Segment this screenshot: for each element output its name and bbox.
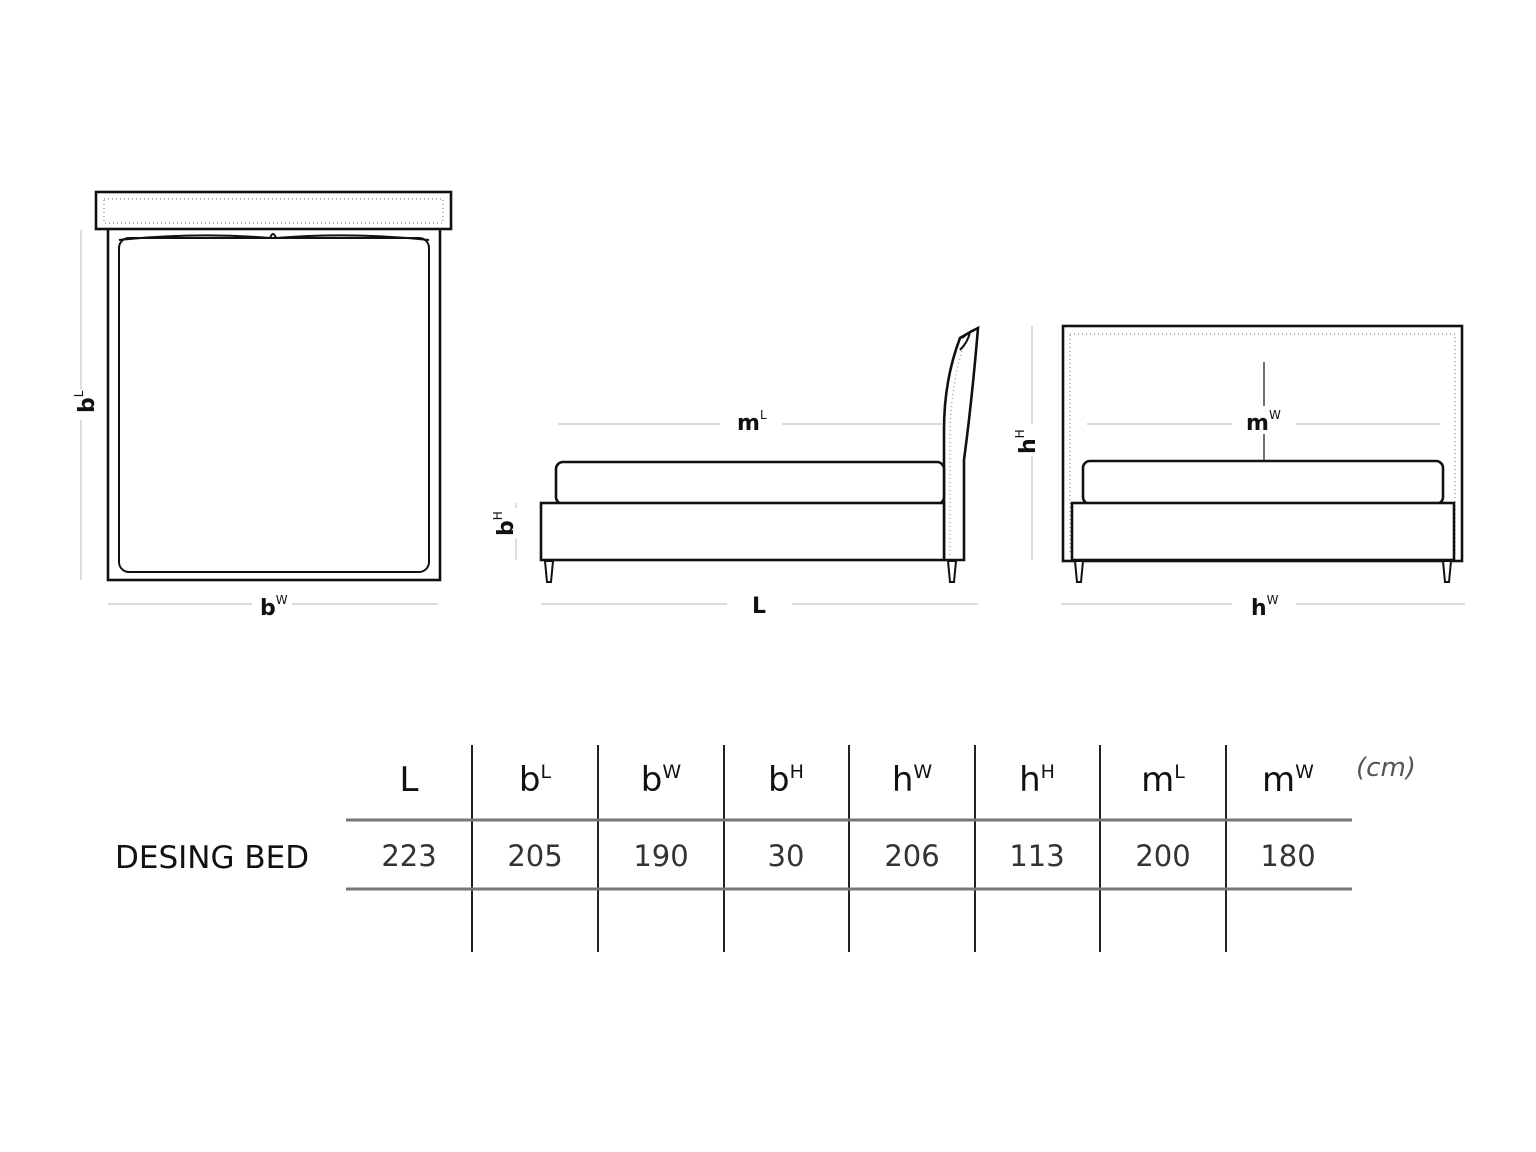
table-row-label: DESING BED (115, 840, 309, 876)
table-header-bW: bW (641, 760, 682, 800)
table-cell: 223 (381, 839, 436, 873)
table-header-mW: mW (1262, 760, 1314, 800)
top-view: bL bW (70, 190, 453, 621)
side-view-leg-back (946, 560, 958, 583)
front-view-leg-right (1441, 560, 1453, 583)
top-view-headboard-stitching (103, 198, 444, 224)
side-view-mattress-label: mL (737, 408, 767, 436)
table-cell: 113 (1009, 839, 1064, 873)
front-view-headboard-stitching (1069, 333, 1456, 555)
front-view-bed-base (1070, 501, 1456, 562)
front-view-mattress-label: mW (1246, 408, 1281, 436)
table-cell: 200 (1135, 839, 1190, 873)
table-cell: 180 (1260, 839, 1315, 873)
table-cell: 206 (884, 839, 939, 873)
side-view: mL bH L (491, 325, 980, 619)
side-view-headboard (942, 325, 980, 562)
top-view-length-label: bL (72, 390, 100, 413)
front-view: mW hH hW (1013, 324, 1465, 621)
side-view-mattress (554, 460, 946, 506)
front-view-height-label: hH (1013, 429, 1041, 454)
front-view-mattress (1081, 459, 1445, 506)
table-header-hW: hW (892, 760, 933, 800)
table-header-bH: bH (768, 760, 804, 800)
side-view-headboard-stitching (949, 343, 965, 555)
front-view-width-label: hW (1251, 593, 1279, 621)
table-header-mL: mL (1141, 760, 1185, 800)
table-header-L: L (400, 760, 419, 800)
top-view-pillows (118, 233, 430, 241)
table-cell: 30 (768, 839, 805, 873)
table-cell: 190 (633, 839, 688, 873)
top-view-width-label: bW (260, 593, 288, 621)
side-view-leg-front (543, 560, 555, 583)
side-view-base-height-label: bH (491, 511, 519, 536)
dimension-table: L bL bW bH hW hH mL mW (cm) DESING BED 2… (115, 745, 1416, 952)
table-header-bL: bL (519, 760, 552, 800)
front-view-leg-left (1073, 560, 1085, 583)
side-view-length-label: L (752, 594, 766, 619)
table-unit: (cm) (1356, 753, 1416, 783)
table-header-hH: hH (1019, 760, 1055, 800)
side-view-bed-base (539, 501, 946, 562)
table-cell: 205 (507, 839, 562, 873)
top-view-mattress (118, 237, 430, 573)
